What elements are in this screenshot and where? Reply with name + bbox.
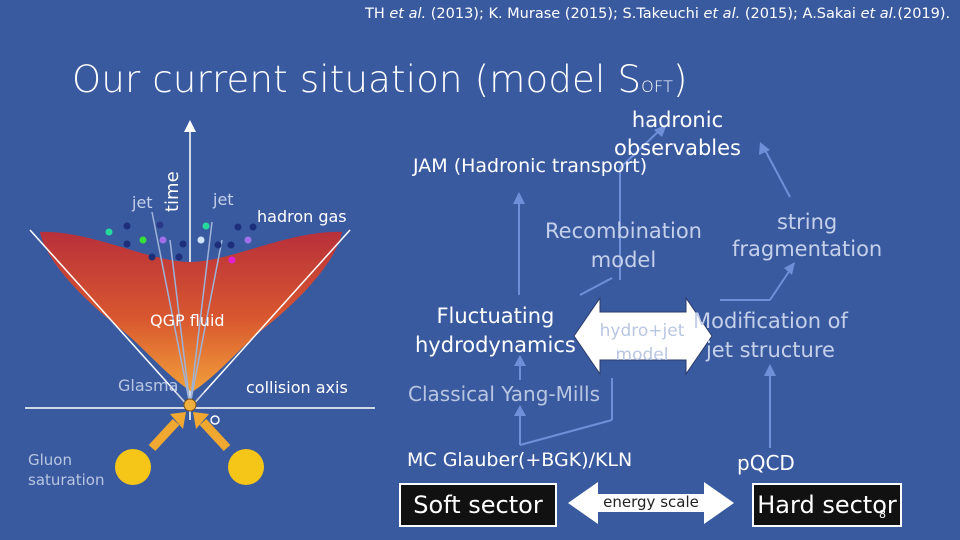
pqcd-label: pQCD — [737, 451, 795, 475]
jet-line-4 — [189, 239, 223, 406]
incoming-arrow-right — [193, 412, 231, 452]
incoming-arrow-left — [148, 412, 186, 452]
energy-scale-double-arrow — [568, 482, 734, 524]
title-main: Our current situation (model S — [72, 58, 642, 101]
nucleus-left — [115, 449, 151, 485]
qgp-fluid-region — [40, 231, 342, 392]
title-close: ) — [673, 58, 688, 101]
recombination-line2: model — [590, 248, 657, 272]
hydro-jet-double-arrow — [573, 296, 713, 376]
mc-glauber-label: MC Glauber(+BGK)/KLN — [407, 449, 633, 471]
light-cone-right — [189, 229, 351, 409]
ref-etal-3: et al. — [860, 6, 898, 22]
recombination-label: Recombination model — [545, 217, 702, 275]
glasma-label: Glasma — [118, 376, 179, 395]
hydro-jet-line1: hydro+jet — [599, 321, 685, 341]
gluon-saturation-line1: Gluon — [28, 451, 72, 469]
qgp-fluid-label: QGP fluid — [150, 311, 225, 330]
hadronic-observables-line1: hadronic — [631, 108, 724, 132]
fluctuating-line1: Fluctuating — [436, 304, 555, 328]
gluon-saturation-label: Gluon saturation — [28, 450, 105, 490]
arrow-string-to-observables — [764, 149, 791, 198]
light-cone-left — [29, 229, 191, 409]
time-axis-label: time — [162, 171, 183, 212]
string-line1: string — [776, 210, 838, 234]
modification-line1: Modification of — [693, 309, 848, 333]
classical-yang-mills-label: Classical Yang-Mills — [408, 382, 600, 406]
modification-line2: jet structure — [705, 338, 835, 362]
fluctuating-hydro-label: Fluctuating hydrodynamics — [415, 302, 576, 360]
reference-citations: TH et al. (2013); K. Murase (2015); S.Ta… — [365, 6, 950, 22]
energy-scale-label: energy scale — [603, 493, 699, 511]
hadron-particles — [105, 221, 257, 264]
soft-sector-box: Soft sector — [399, 483, 557, 527]
ref-part-3: (2015); A.Sakai — [740, 6, 861, 22]
time-axis-arrowhead — [184, 120, 196, 132]
ref-part-4: (2019). — [897, 6, 951, 22]
slide-title: Our current situation (model SOFT) — [72, 58, 688, 101]
hydro-jet-line2: model — [615, 345, 669, 365]
collision-point — [183, 398, 197, 412]
string-line2: fragmentation — [732, 237, 883, 261]
small-marker — [210, 415, 220, 425]
ref-etal-1: et al. — [389, 6, 427, 22]
arrow-modif-to-string — [769, 269, 791, 301]
recombination-line1: Recombination — [545, 219, 702, 243]
jet-line-3 — [189, 221, 213, 406]
jet-line-1 — [151, 211, 191, 406]
hadronic-observables-label: hadronic observables — [614, 106, 741, 162]
string-fragmentation-label: string fragmentation — [732, 209, 882, 263]
page-number: 8 — [879, 508, 886, 521]
ref-part-2: (2013); K. Murase (2015); S.Takeuchi — [426, 6, 704, 22]
hard-sector-box: Hard sector — [752, 483, 902, 527]
nucleus-right — [228, 449, 264, 485]
jet-modification-label: Modification of jet structure — [693, 307, 848, 365]
fluctuating-line2: hydrodynamics — [415, 333, 576, 357]
arrow-fluct-to-recomb — [579, 277, 613, 296]
arrow-mcg-to-modif — [519, 419, 613, 446]
title-subscript: OFT — [641, 77, 674, 96]
hadronic-observables-line2: observables — [614, 136, 741, 160]
jet-left-label: jet — [132, 193, 153, 212]
ref-etal-2: et al. — [703, 6, 741, 22]
collision-axis-label: collision axis — [246, 378, 348, 397]
jet-right-label: jet — [213, 190, 234, 209]
gluon-saturation-line2: saturation — [28, 471, 105, 489]
jet-line-2 — [169, 239, 191, 406]
hydro-jet-label: hydro+jet model — [592, 319, 692, 367]
hadron-gas-label: hadron gas — [257, 207, 347, 226]
jam-label: JAM (Hadronic transport) — [413, 155, 648, 177]
ref-part-1: TH — [365, 6, 390, 22]
